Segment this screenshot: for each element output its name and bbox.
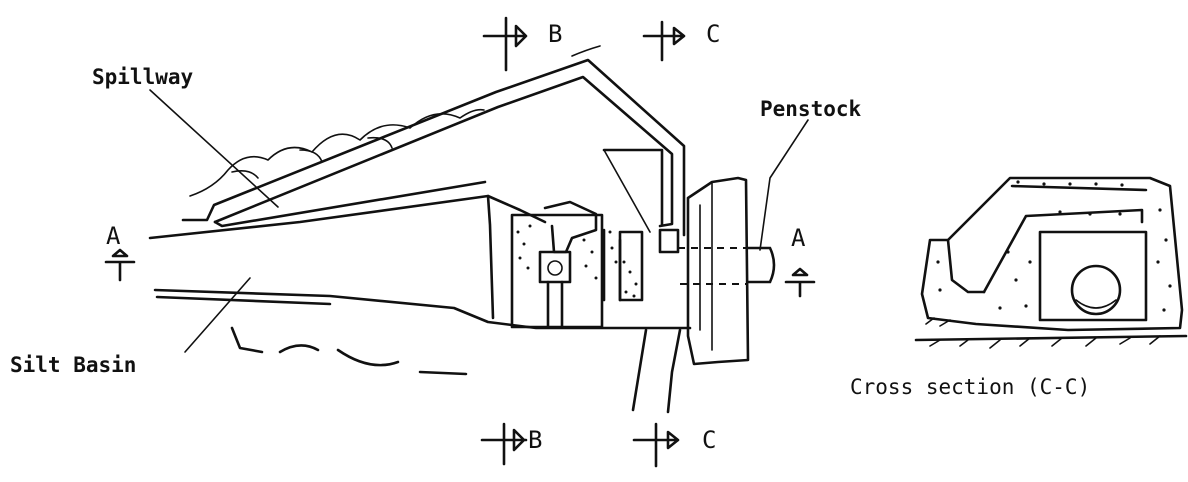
mechanism-housing bbox=[510, 213, 604, 329]
silt-basin-leader bbox=[184, 277, 251, 353]
gate-arm bbox=[543, 200, 598, 254]
cross-section-conduit-inner bbox=[1075, 299, 1117, 309]
concrete-stipple bbox=[516, 224, 638, 298]
penstock-label: Penstock bbox=[760, 97, 862, 121]
section-c-top-arrow bbox=[642, 20, 686, 62]
spillway-label: Spillway bbox=[92, 65, 194, 89]
spillway-leader bbox=[149, 89, 279, 208]
chamber-top bbox=[602, 148, 664, 226]
penstock-leader bbox=[759, 119, 809, 251]
section-a-left-arrow bbox=[104, 248, 136, 282]
hillside-sketch bbox=[189, 108, 485, 197]
section-a-right-letter: A bbox=[791, 224, 806, 252]
cross-section-hatching bbox=[925, 317, 1161, 349]
cross-section-inner-wall bbox=[982, 208, 1144, 294]
section-marker-a-left: A bbox=[104, 222, 136, 282]
cross-section-caption: Cross section (C-C) bbox=[850, 375, 1090, 399]
silt-basin-lower-wall-2 bbox=[155, 295, 332, 306]
spillway-outer-wall bbox=[181, 58, 686, 237]
chamber-diagonal bbox=[603, 149, 651, 233]
gate-frame bbox=[538, 250, 572, 284]
gate-wheel bbox=[547, 260, 563, 276]
section-b-top-letter: B bbox=[548, 20, 562, 48]
cross-section-stipple bbox=[936, 180, 1172, 312]
cross-section-ground-line bbox=[914, 334, 1188, 342]
section-a-left-letter: A bbox=[106, 222, 121, 250]
gate-mechanism bbox=[510, 200, 644, 329]
silt-basin-underside bbox=[230, 326, 468, 376]
cross-section-conduit-box bbox=[1038, 230, 1148, 322]
penstock-block bbox=[686, 176, 750, 366]
cross-section-outline bbox=[920, 176, 1184, 332]
chamber-left-wall bbox=[486, 194, 495, 320]
penstock-block-inner bbox=[699, 181, 713, 351]
section-b-bottom-letter: B bbox=[528, 426, 542, 454]
section-c-bottom-letter: C bbox=[702, 426, 716, 454]
spillway-floor bbox=[213, 180, 487, 228]
outlet-pipe-end bbox=[746, 246, 776, 284]
stilling-well bbox=[618, 230, 644, 302]
section-marker-c-bottom: C bbox=[632, 422, 716, 468]
penstock-gate bbox=[658, 228, 680, 254]
cross-section-top-slab bbox=[946, 184, 1148, 294]
section-b-bottom-arrow bbox=[480, 422, 528, 466]
section-marker-a-right: A bbox=[784, 224, 816, 298]
spillway-inner-wall bbox=[213, 75, 674, 228]
silt-basin-label: Silt Basin bbox=[10, 353, 136, 377]
structure-outline bbox=[148, 58, 776, 414]
gate-stem bbox=[546, 280, 564, 328]
section-b-top-arrow bbox=[482, 16, 528, 72]
section-marker-b-top: B bbox=[482, 16, 601, 72]
cross-section-conduit bbox=[1070, 264, 1122, 316]
section-marker-c-top: C bbox=[642, 20, 720, 62]
outlet-channel bbox=[631, 328, 682, 414]
cross-section-drawing bbox=[914, 176, 1188, 349]
section-c-top-letter: C bbox=[706, 20, 720, 48]
section-a-right-arrow bbox=[784, 267, 816, 298]
section-b-top-underline bbox=[571, 45, 601, 57]
section-marker-b-bottom: B bbox=[480, 422, 542, 466]
section-c-bottom-arrow bbox=[632, 422, 680, 468]
chamber-divider bbox=[602, 228, 622, 302]
